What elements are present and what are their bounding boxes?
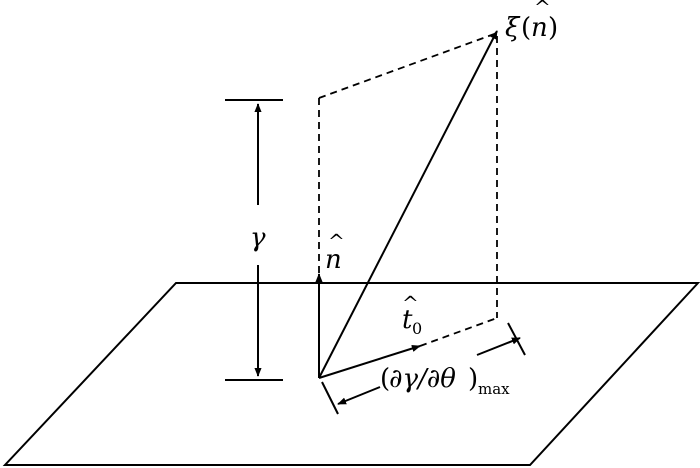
derivative-arrow-right [476,337,521,356]
xi-n-symbol: n [531,13,548,43]
normal-hat-mark: ^ [328,229,345,253]
tangent-t-symbol: t [402,305,413,335]
xi-symbol: ξ [505,13,521,43]
interface-plane [2,282,700,466]
tangent-label: ^ t 0 [402,291,422,338]
derivative-end-bar-left [321,381,339,415]
derivative-subscript: max [478,380,510,398]
xi-open-paren: ( [521,13,531,43]
derivative-open-paren: ( [380,364,390,394]
normal-label: ^ n [325,229,345,275]
derivative-label: ( ∂γ/∂θ ) max [380,364,510,398]
xi-label: ξ ( n ^ ) [505,0,558,43]
tangent-hat-mark: ^ [402,291,419,315]
tangent-subscript: 0 [412,319,422,338]
dashed-bottom-edge [419,317,498,347]
xi-vector-arrow [318,30,498,379]
xi-n-hat-mark: ^ [534,0,551,19]
xi-close-paren: ) [548,13,558,43]
dashed-top-edge [318,32,498,99]
derivative-expression: ∂γ/∂θ [389,364,456,394]
normal-n-symbol: n [325,245,342,275]
gamma-label: γ [250,223,266,253]
derivative-arrow-left [337,386,381,405]
derivative-close-paren: ) [468,364,478,394]
tangent-vector-arrow [318,345,421,379]
